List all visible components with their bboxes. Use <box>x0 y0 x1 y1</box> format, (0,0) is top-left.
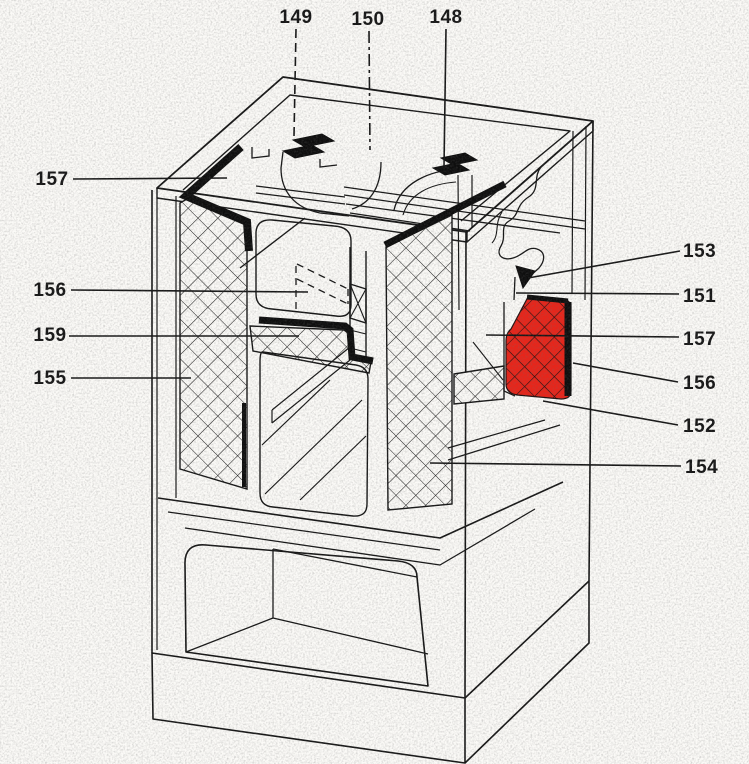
diagram-page: 149 150 148 157 156 159 155 153 151 157 … <box>0 0 749 764</box>
scan-noise-overlay <box>0 0 749 764</box>
stove-parts-diagram: 149 150 148 157 156 159 155 153 151 157 … <box>0 0 749 764</box>
